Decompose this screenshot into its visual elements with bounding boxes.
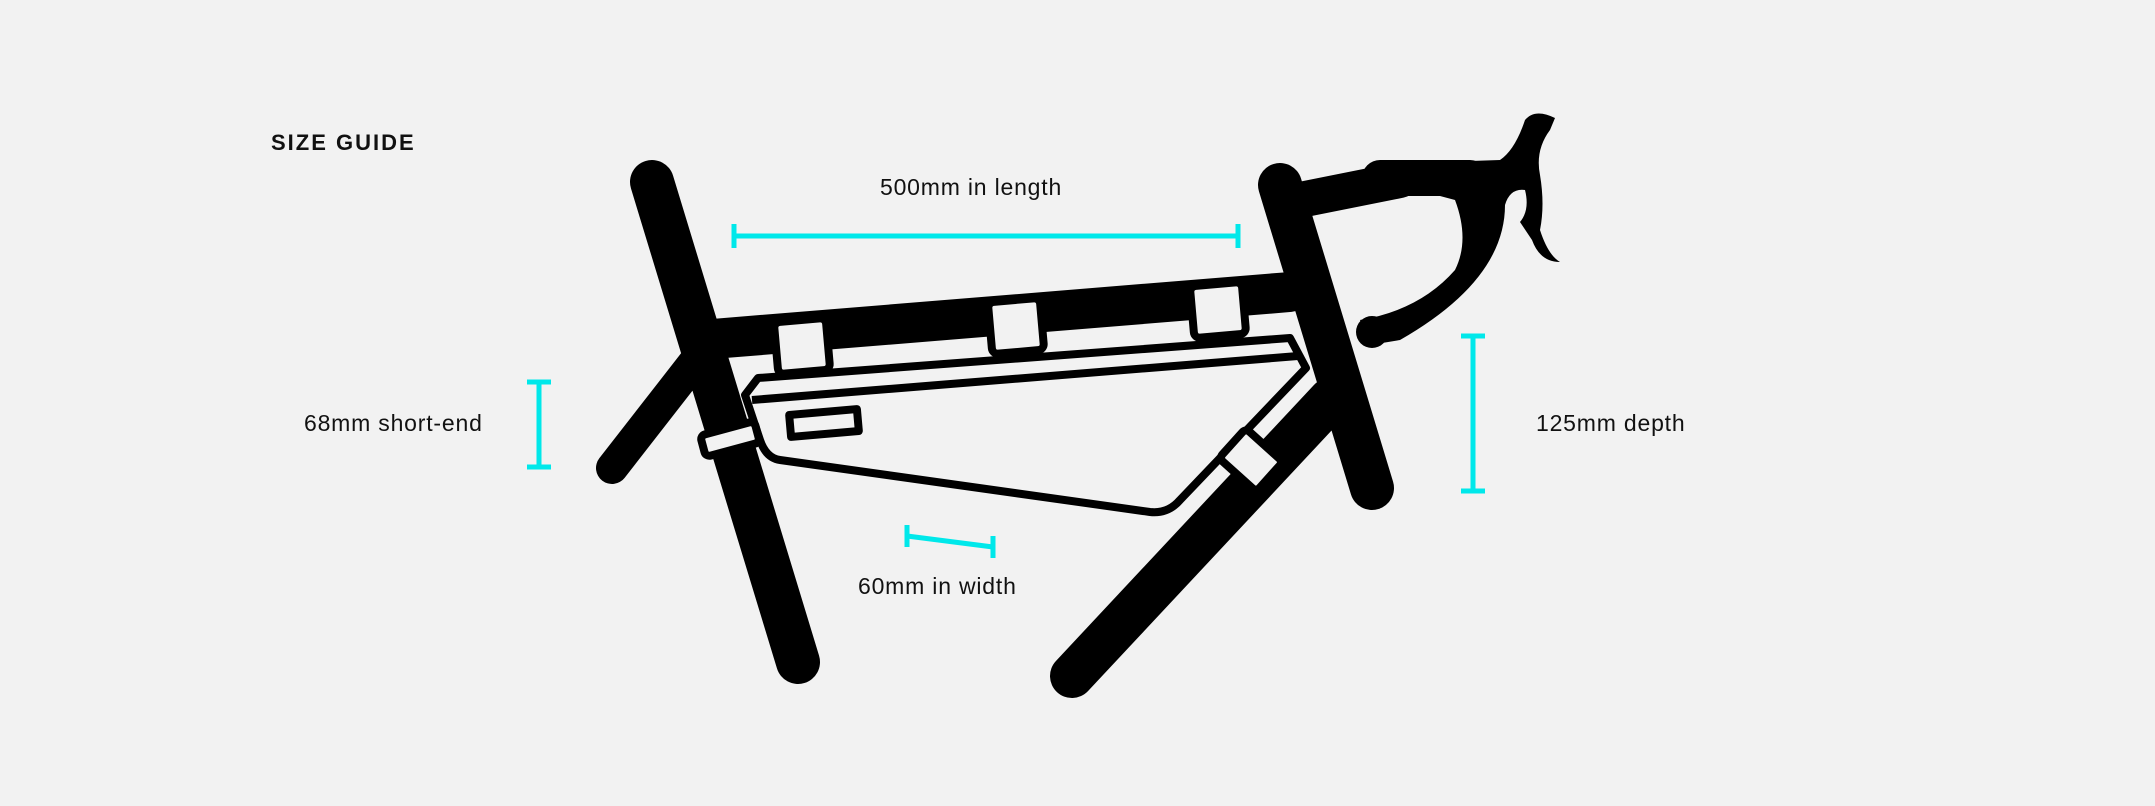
measure-length-icon [731,224,1241,248]
measure-depth-icon [1461,333,1485,494]
length-label: 500mm in length [880,174,1063,200]
measure-width-icon [904,525,996,558]
measure-short-end-icon [527,379,551,470]
short-end-label: 68mm short-end [304,410,483,436]
frame-bag-icon [697,278,1310,517]
handlebar-icon [1356,113,1560,348]
width-label: 60mm in width [858,573,1017,599]
depth-label: 125mm depth [1536,410,1686,436]
size-guide-title: SIZE GUIDE [271,130,416,155]
